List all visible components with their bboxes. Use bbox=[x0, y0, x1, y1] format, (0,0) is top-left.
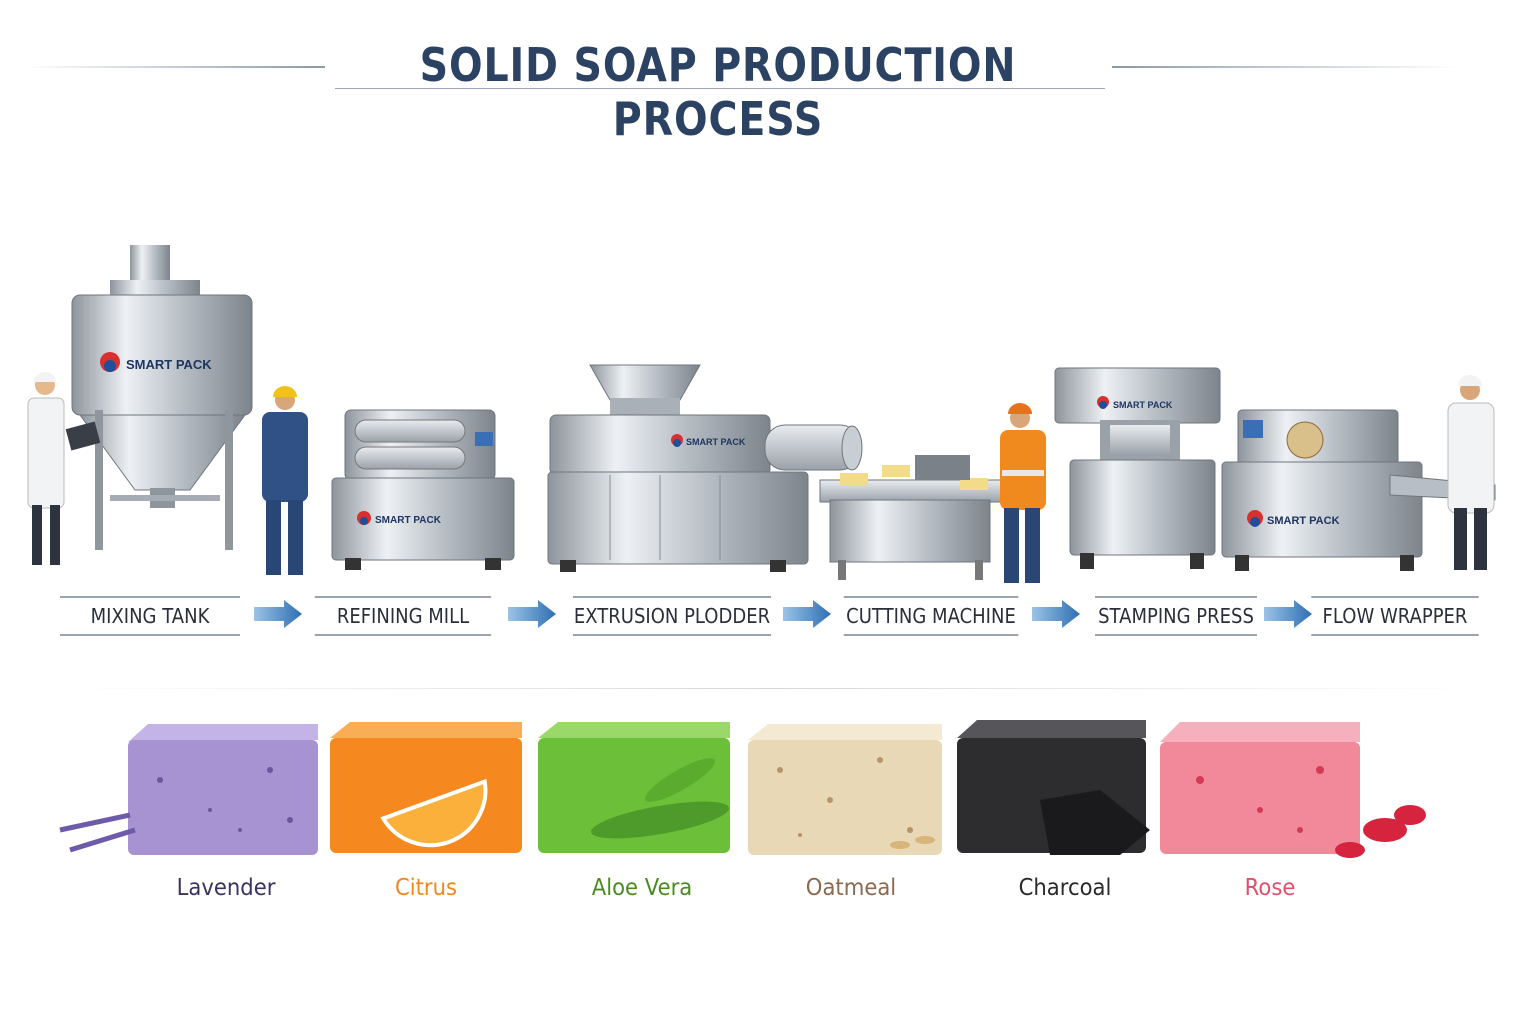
section-divider bbox=[60, 688, 1480, 689]
stage-label-cutting-machine: CUTTING MACHINE bbox=[843, 596, 1019, 636]
soap-aloe-vera bbox=[538, 722, 730, 853]
extrusion-plodder-machine: SMART PACK bbox=[547, 364, 863, 572]
smart-pack-logo: SMART PACK bbox=[1247, 510, 1340, 527]
soap-label-aloe-vera: Aloe Vera bbox=[591, 875, 693, 901]
title-rule-left bbox=[25, 66, 325, 68]
soap-label-lavender: Lavender bbox=[176, 875, 276, 901]
stamping-press-machine: SMART PACK bbox=[1054, 367, 1221, 569]
page-title: SOLID SOAP PRODUCTION PROCESS bbox=[419, 38, 1017, 146]
refining-mill-machine: SMART PACK bbox=[331, 409, 515, 570]
soap-label-oatmeal: Oatmeal bbox=[805, 875, 897, 901]
svg-text:SMART PACK: SMART PACK bbox=[375, 515, 442, 526]
svg-text:SMART PACK: SMART PACK bbox=[126, 357, 212, 372]
soap-charcoal bbox=[957, 720, 1150, 855]
arrow-right-icon bbox=[508, 600, 556, 628]
soap-label-rose: Rose bbox=[1244, 875, 1296, 901]
soap-lavender bbox=[59, 724, 318, 855]
stage-label-refining-mill: REFINING MILL bbox=[314, 596, 492, 636]
stage-label-extrusion-plodder: EXTRUSION PLODDER bbox=[573, 596, 771, 636]
soap-citrus bbox=[330, 722, 522, 853]
smart-pack-logo: SMART PACK bbox=[100, 352, 212, 372]
worker-scientist-left bbox=[27, 372, 101, 565]
title-underline bbox=[335, 88, 1105, 89]
stage-label-flow-wrapper: FLOW WRAPPER bbox=[1311, 596, 1479, 636]
worker-hardhat-1 bbox=[262, 386, 308, 575]
cutting-machine bbox=[819, 455, 1011, 580]
stage-label-stamping-press: STAMPING PRESS bbox=[1095, 596, 1257, 636]
smart-pack-logo: SMART PACK bbox=[1097, 396, 1173, 410]
stage-label-mixing-tank: MIXING TANK bbox=[60, 596, 240, 636]
arrow-right-icon bbox=[783, 600, 831, 628]
title-rule-right bbox=[1112, 66, 1457, 68]
soap-oatmeal bbox=[748, 724, 942, 855]
worker-scientist-right bbox=[1447, 375, 1495, 570]
soap-label-charcoal: Charcoal bbox=[1018, 875, 1112, 901]
mixing-tank-machine: SMART PACK bbox=[71, 245, 253, 550]
soap-rose bbox=[1160, 722, 1426, 858]
flow-wrapper-machine: SMART PACK bbox=[1221, 409, 1496, 571]
arrow-right-icon bbox=[254, 600, 302, 628]
title-bar: SOLID SOAP PRODUCTION PROCESS bbox=[0, 38, 1536, 146]
soap-label-citrus: Citrus bbox=[394, 875, 458, 901]
arrow-right-icon bbox=[1264, 600, 1312, 628]
svg-text:SMART PACK: SMART PACK bbox=[686, 437, 746, 447]
smart-pack-logo: SMART PACK bbox=[671, 434, 746, 447]
smart-pack-logo: SMART PACK bbox=[357, 511, 442, 526]
svg-text:SMART PACK: SMART PACK bbox=[1113, 400, 1173, 410]
arrow-right-icon bbox=[1032, 600, 1080, 628]
svg-text:SMART PACK: SMART PACK bbox=[1267, 515, 1340, 527]
worker-safety-vest bbox=[1000, 403, 1046, 583]
